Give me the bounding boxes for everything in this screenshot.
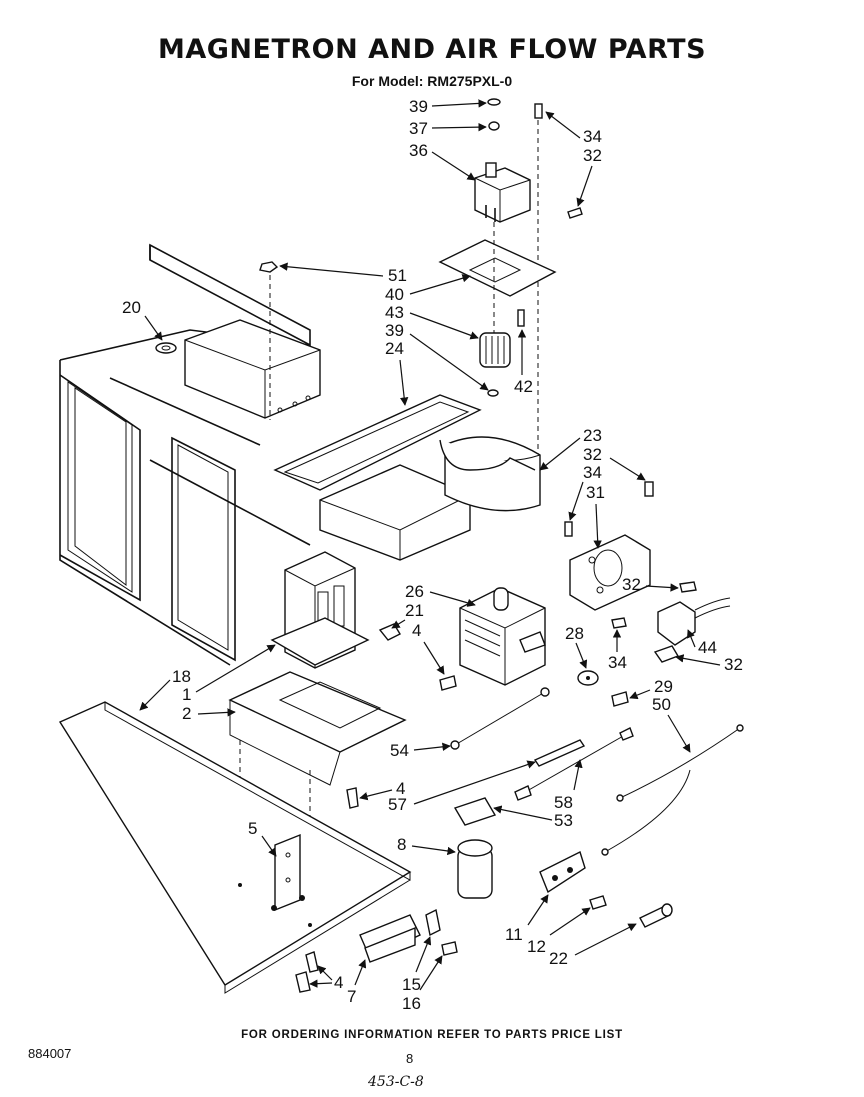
part-12-screw — [589, 895, 607, 910]
part-4-screw-lower-b — [305, 951, 319, 973]
handwritten-note: 453-C-8 — [368, 1074, 424, 1090]
callout-39-top: 39 — [409, 97, 428, 116]
callout-5: 5 — [248, 819, 257, 838]
callout-16: 16 — [402, 994, 421, 1013]
callout-36: 36 — [409, 141, 428, 160]
callout-15: 15 — [402, 975, 421, 994]
part-21-clip — [378, 623, 401, 641]
callout-24: 24 — [385, 339, 404, 358]
part-32-screw-lower — [679, 581, 697, 593]
part-57-wire — [533, 739, 586, 767]
callout-20: 20 — [122, 298, 141, 317]
transformer — [270, 551, 370, 669]
page-number: 8 — [406, 1051, 414, 1066]
publication-number: 884007 — [28, 1046, 72, 1061]
callout-28: 28 — [565, 624, 584, 643]
callout-50: 50 — [652, 695, 671, 714]
ordering-note: FOR ORDERING INFORMATION REFER TO PARTS … — [241, 1029, 623, 1041]
callout-42: 42 — [514, 377, 533, 396]
callout-54: 54 — [390, 741, 409, 760]
part-31-bracket — [569, 534, 651, 611]
part-34-screw-lower — [611, 617, 627, 629]
part-28-thermal-cutout — [577, 670, 599, 686]
callout-53: 53 — [554, 811, 573, 830]
part-51-nut — [259, 261, 279, 420]
part-37-washer — [488, 121, 500, 131]
part-53-diode — [453, 797, 497, 826]
part-34-screw-top — [534, 103, 543, 460]
model-subtitle: For Model: RM275PXL-0 — [351, 73, 513, 89]
callout-23: 23 — [583, 426, 602, 445]
callout-29: 29 — [654, 677, 673, 696]
part-32-screw-right — [644, 481, 654, 497]
part-50-wire — [601, 724, 744, 856]
callout-22: 22 — [549, 949, 568, 968]
oven-cavity-outline — [59, 243, 311, 666]
part-4-screw-lower-a — [295, 971, 311, 993]
part-26-magnetron — [459, 587, 546, 686]
callout-4-mid: 4 — [396, 779, 405, 798]
callout-31: 31 — [586, 483, 605, 502]
part-44-switch — [653, 597, 731, 663]
part-39-washer — [487, 98, 501, 106]
part-4-screw-upper — [439, 675, 457, 691]
part-5-bracket — [238, 833, 312, 927]
callout-34-right: 34 — [583, 463, 602, 482]
part-20-grommet — [155, 342, 177, 354]
callout-34-lower: 34 — [608, 653, 627, 672]
part-22-fuse — [639, 903, 673, 928]
callout-43: 43 — [385, 303, 404, 322]
part-32-screw-top — [567, 207, 583, 219]
part-34-screw-right — [564, 521, 573, 537]
callout-4-upper: 4 — [412, 621, 421, 640]
part-58-wire — [514, 727, 634, 801]
callout-51: 51 — [388, 266, 407, 285]
part-11-fuse-holder — [539, 851, 586, 894]
part-29-screw — [611, 691, 629, 707]
callout-32-top: 32 — [583, 146, 602, 165]
callout-40: 40 — [385, 285, 404, 304]
callout-1: 1 — [182, 685, 191, 704]
callout-57: 57 — [388, 795, 407, 814]
callout-58: 58 — [554, 793, 573, 812]
callout-34-top: 34 — [583, 127, 602, 146]
part-43-fan-blade — [479, 332, 511, 397]
callout-4-lower: 4 — [334, 973, 343, 992]
top-cover-box — [184, 319, 321, 419]
callout-labels: 39 37 36 34 32 51 40 43 39 24 42 20 23 3… — [122, 97, 743, 1013]
part-42-screw — [517, 309, 525, 327]
callout-32-lower: 32 — [622, 575, 641, 594]
callout-12: 12 — [527, 937, 546, 956]
callout-44: 44 — [698, 638, 717, 657]
part-7-holder — [359, 908, 458, 963]
callout-32-right: 32 — [583, 445, 602, 464]
callout-21: 21 — [405, 601, 424, 620]
part-18-bottom-plate — [58, 701, 412, 994]
page-title: MAGNETRON AND AIR FLOW PARTS — [157, 34, 707, 65]
callout-26: 26 — [405, 582, 424, 601]
callout-2: 2 — [182, 704, 191, 723]
callout-37: 37 — [409, 119, 428, 138]
callout-7: 7 — [347, 987, 356, 1006]
part-4-screw-mid — [346, 787, 359, 809]
callout-8: 8 — [397, 835, 406, 854]
part-8-capacitor — [457, 839, 493, 899]
callout-11: 11 — [505, 925, 523, 944]
callout-18: 18 — [172, 667, 191, 686]
callout-32-switch: 32 — [724, 655, 743, 674]
part-36-fan-motor — [474, 162, 531, 223]
callout-39-mid: 39 — [385, 321, 404, 340]
part-54-wire — [450, 687, 550, 750]
part-40-fan-bracket — [438, 222, 557, 360]
part-24-air-duct — [273, 394, 541, 561]
